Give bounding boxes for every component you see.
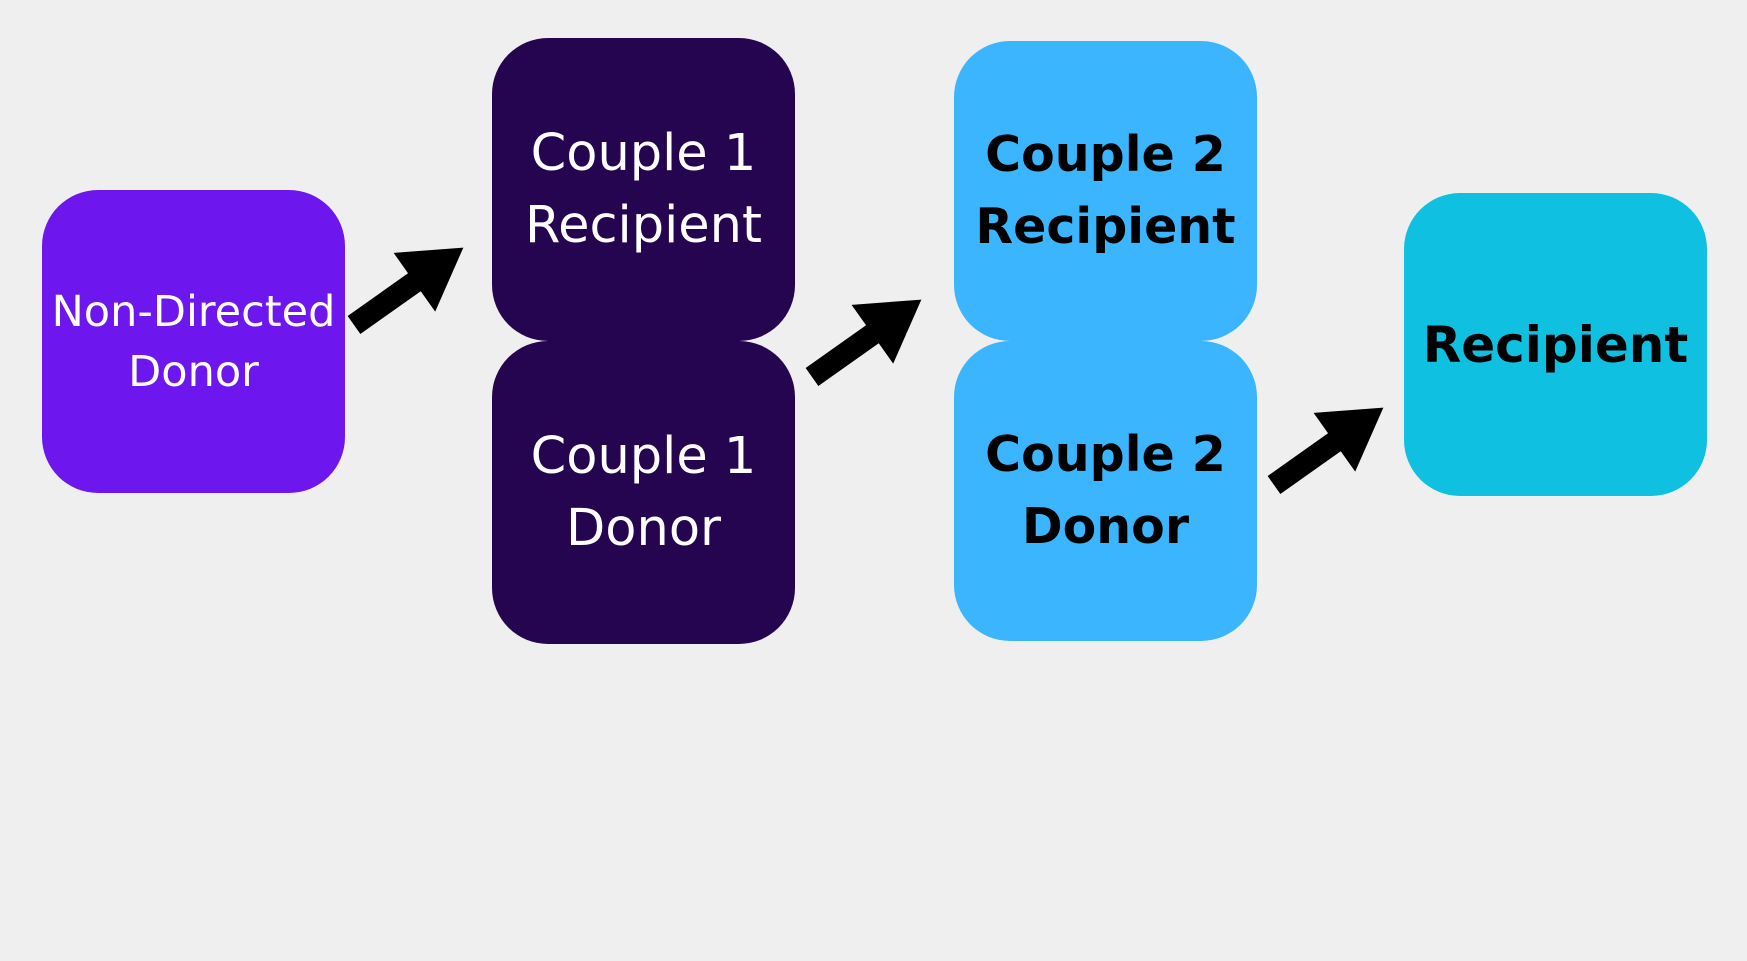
node-couple2-recipient: Couple 2 Recipient (954, 41, 1257, 341)
node-label-couple2-recipient: Couple 2 Recipient (975, 126, 1236, 255)
node-non-directed-donor: Non-Directed Donor (42, 190, 345, 493)
arrow-icon (805, 299, 922, 386)
node-label-recipient: Recipient (1422, 315, 1689, 374)
node-couple1-recipient: Couple 1 Recipient (492, 38, 795, 341)
arrow-icon (347, 247, 464, 334)
arrow-icon (1267, 407, 1384, 494)
node-label-couple1-donor: Couple 1 Donor (530, 426, 757, 558)
node-label-couple1-recipient: Couple 1 Recipient (525, 123, 762, 255)
node-couple1-donor: Couple 1 Donor (492, 341, 795, 644)
node-label-couple2-donor: Couple 2 Donor (985, 426, 1226, 555)
node-couple2-donor: Couple 2 Donor (954, 341, 1257, 641)
node-recipient: Recipient (1404, 193, 1707, 496)
node-label-non-directed-donor: Non-Directed Donor (51, 286, 336, 397)
